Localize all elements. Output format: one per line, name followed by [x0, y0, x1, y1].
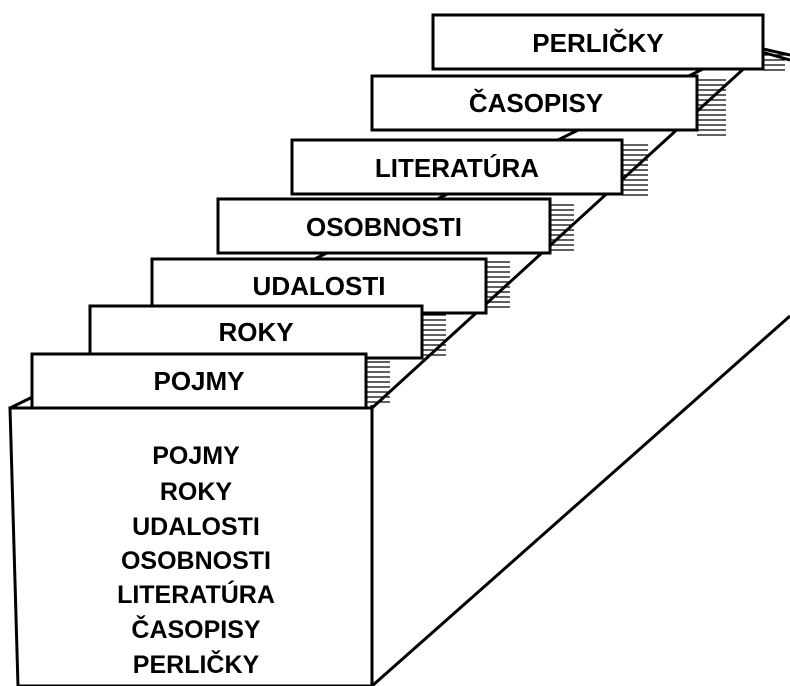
front-panel-line: ROKY [160, 478, 233, 506]
front-panel-line: OSOBNOSTI [121, 547, 271, 575]
tab-card [88, 304, 424, 360]
tab-label: PERLIČKY [532, 28, 663, 58]
tab-label: OSOBNOSTI [306, 212, 462, 242]
box-front-panel: POJMY ROKY UDALOSTI OSOBNOSTI LITERATÚRA… [8, 406, 374, 686]
tab-card [370, 74, 699, 132]
front-panel-shape [8, 406, 374, 686]
tab-card [216, 197, 552, 255]
tab-label: ČASOPISY [469, 88, 603, 118]
front-panel-line: ČASOPISY [131, 614, 261, 644]
tab-card [431, 13, 765, 71]
tab-roky[interactable]: ROKY [88, 304, 424, 360]
front-panel-line: POJMY [152, 442, 240, 470]
tab-literatura[interactable]: LITERATÚRA [290, 138, 624, 196]
box-right-diagonal [371, 314, 790, 686]
tab-card [290, 138, 624, 196]
front-panel-line: LITERATÚRA [117, 579, 275, 609]
tab-casopisy[interactable]: ČASOPISY [370, 74, 699, 132]
front-panel-line: UDALOSTI [132, 513, 260, 541]
front-panel-line: PERLIČKY [133, 649, 260, 679]
tab-pojmy[interactable]: POJMY [30, 352, 368, 410]
tab-card [150, 257, 488, 315]
tab-perlicky[interactable]: PERLIČKY [431, 13, 765, 71]
tab-label: UDALOSTI [253, 271, 386, 301]
tab-udalosti[interactable]: UDALOSTI [150, 257, 488, 315]
tab-label: LITERATÚRA [375, 153, 539, 183]
tab-label: ROKY [218, 317, 293, 347]
tab-osobnosti[interactable]: OSOBNOSTI [216, 197, 552, 255]
tab-label: POJMY [153, 366, 244, 396]
